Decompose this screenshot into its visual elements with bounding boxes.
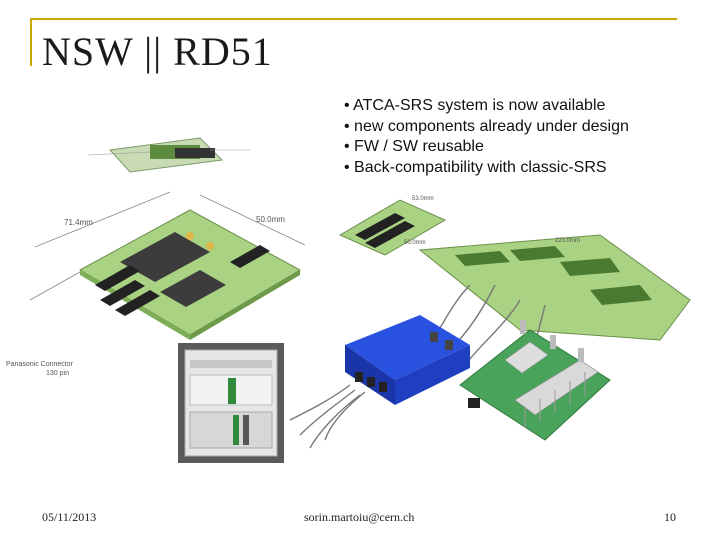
slide-title: NSW || RD51	[42, 29, 273, 74]
bullet-item: ATCA-SRS system is now available	[344, 96, 629, 117]
hybrid-board-render: 223.0mm	[418, 234, 691, 341]
title-frame-top-rule	[30, 18, 677, 20]
adapter-board-render: 53.0mm 50.0mm	[338, 196, 447, 256]
bullet-item: FW / SW reusable	[344, 137, 629, 158]
connector-label: Panasonic Connector	[6, 361, 74, 368]
blue-adapter-module	[345, 315, 470, 405]
page-number: 10	[664, 510, 676, 524]
dimension-label-left: 71.4mm	[64, 218, 93, 227]
title-frame-left-rule	[30, 18, 32, 66]
dimension-label-right: 50.0mm	[256, 215, 285, 224]
hybrid-dimension-label: 223.0mm	[555, 238, 580, 244]
frontend-card-render	[459, 320, 611, 441]
connector-pin-label: 130 pin	[46, 370, 69, 377]
footer-date: 05/11/2013	[42, 510, 97, 524]
footer-email: sorin.martoiu@cern.ch	[304, 510, 415, 524]
adapter-dimension-label: 53.0mm	[412, 196, 434, 202]
large-board-render: 71.4mm 50.0mm Panasonic Connector 130 pi…	[6, 191, 306, 377]
atca-crate-photo	[178, 343, 284, 463]
bullet-item: Back-compatibility with classic-SRS	[344, 158, 629, 179]
adapter-width-label: 50.0mm	[404, 240, 426, 246]
bullet-list: ATCA-SRS system is now available new com…	[344, 96, 629, 178]
small-board-render	[87, 137, 250, 173]
bullet-item: new components already under design	[344, 117, 629, 138]
